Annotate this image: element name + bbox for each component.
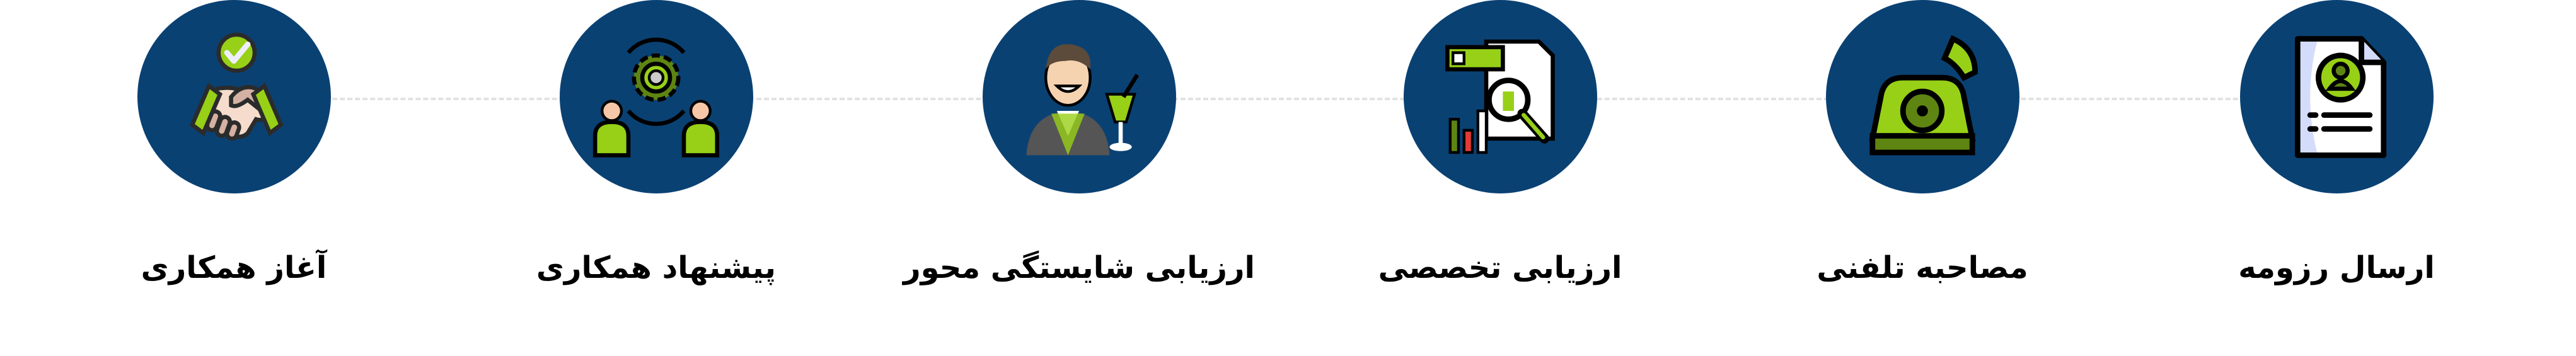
connector-line [234,98,2336,100]
step-start-collaboration: آغاز همکاری [45,0,423,287]
step-circle [559,0,753,193]
step-collaboration-offer: پیشنهاد همکاری [467,0,845,287]
step-label: ارزیابی شایستگی محور [903,250,1255,285]
handshake-icon [189,32,284,141]
step-label: ارزیابی تخصصی [1378,250,1622,285]
competency-icon [1026,43,1140,155]
step-label: مصاحبه تلفنی [1816,250,2028,285]
step-label: پیشنهاد همکاری [536,250,777,285]
resume-icon [2295,35,2387,158]
step-phone-interview: مصاحبه تلفنی [1733,0,2111,287]
step-circle [1825,0,2019,193]
telephone-icon [1869,35,1978,155]
step-circle [137,0,331,193]
step-technical-assessment: ارزیابی تخصصی [1311,0,1689,287]
step-send-resume: ارسال رزومه [2147,0,2526,287]
step-circle [2239,0,2434,193]
step-circle [982,0,1176,193]
collaboration-offer-icon [592,37,720,158]
step-competency-assessment: ارزیابی شایستگی محور [890,0,1268,287]
step-label: ارسال رزومه [2238,250,2435,285]
step-circle [1403,0,1597,193]
analysis-icon [1445,39,1555,154]
step-label: آغاز همکاری [141,250,327,285]
